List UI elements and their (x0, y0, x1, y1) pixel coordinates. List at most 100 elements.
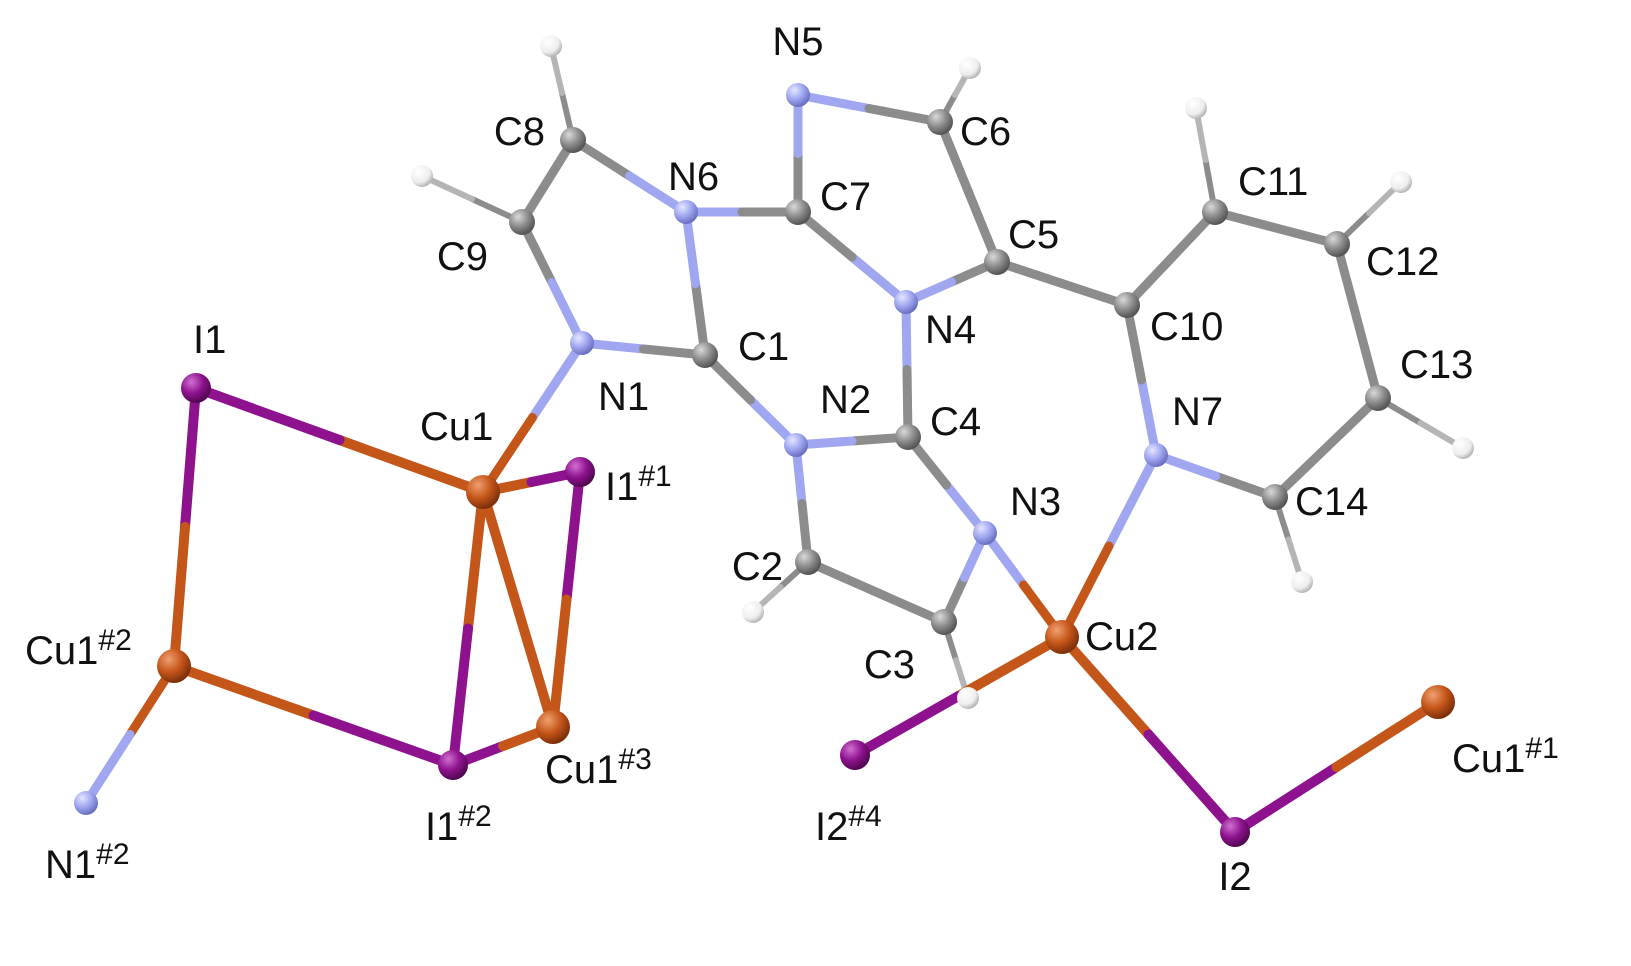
atom-label-i1: I1 (193, 318, 226, 362)
atom-c5 (984, 249, 1010, 275)
atom-c3 (931, 609, 957, 635)
atom-n1 (570, 331, 594, 355)
bond-N3-C4 (903, 432, 990, 538)
atom-label-c9: C9 (437, 235, 488, 279)
bond-C3-N3 (939, 528, 990, 627)
bond-half-n (1137, 375, 1161, 460)
atom-label-text: N3 (1010, 480, 1061, 524)
bond-half-i (1230, 762, 1342, 837)
atom-c9 (509, 209, 535, 235)
atom-h13 (1452, 437, 1474, 459)
atom-label-text: C8 (494, 110, 545, 154)
atom-cu1-2 (157, 649, 191, 683)
atom-label-c1: C1 (738, 325, 789, 369)
atom-c8 (560, 127, 586, 153)
atom-label-text: Cu1 (545, 748, 618, 792)
atom-c13 (1365, 385, 1391, 411)
atom-label-text: C14 (1295, 480, 1368, 524)
bond-C12-C13 (1332, 239, 1383, 403)
atom-label-text: N2 (820, 378, 871, 422)
atom-label-c7: C7 (820, 175, 871, 219)
bond-half-i (180, 383, 201, 532)
atom-n6 (674, 200, 698, 224)
atom-c7 (785, 199, 811, 225)
bond-half-cu (1057, 632, 1154, 740)
bond-Cu1_2-N1_2 (81, 661, 179, 808)
atom-label-text: Cu2 (1085, 615, 1158, 659)
atom-n5 (786, 83, 810, 107)
bond-C11-H11 (1193, 105, 1218, 215)
atom-i1-1 (565, 457, 595, 487)
bond-half-n (681, 207, 700, 288)
bond-Cu1-I1 (191, 383, 488, 497)
atom-label-n1: N1 (598, 375, 649, 419)
bond-half-cu (478, 487, 523, 615)
atom-label-c10: C10 (1150, 305, 1223, 349)
atom-label-text: C1 (738, 325, 789, 369)
bond-half-cu (463, 487, 488, 634)
bond-Cu2-I2 (1057, 632, 1240, 837)
bond-half-cu (1331, 697, 1443, 772)
atom-label-text: I2 (815, 805, 848, 849)
atom-label-text: N1 (45, 843, 96, 887)
atom-c6 (927, 109, 953, 135)
atom-label-text: I1 (425, 805, 458, 849)
atom-label-text: N5 (772, 20, 823, 64)
atom-c12 (1324, 231, 1350, 257)
atom-label-i1-2: I1#2 (425, 800, 492, 849)
atom-label-text: Cu1 (420, 405, 493, 449)
bond-half-n (793, 90, 874, 113)
atom-c4 (895, 424, 921, 450)
bond-C1-N6 (681, 207, 710, 360)
bond-half-i (850, 691, 964, 760)
atom-label-c13: C13 (1400, 343, 1473, 387)
atom-label-text: N4 (925, 308, 976, 352)
atom-label-n1-2: N1#2 (45, 838, 130, 887)
bond-half-i (448, 623, 473, 770)
atom-label-i2: I2 (1218, 855, 1251, 899)
bond-N5-C6 (793, 90, 945, 127)
atom-i2-4 (840, 740, 870, 770)
atom-label-c8: C8 (494, 110, 545, 154)
bond-half-cu (1057, 541, 1114, 642)
atom-label-text: C6 (960, 110, 1011, 154)
atom-label-symmetry-code: #2 (96, 838, 129, 871)
atom-label-c11: C11 (1238, 160, 1308, 204)
bond-C13-H13 (1375, 395, 1466, 451)
bond-half-cu (169, 522, 190, 671)
atom-label-text: I1 (605, 465, 638, 509)
atom-label-text: Cu1 (25, 629, 98, 673)
atom-label-text: C4 (930, 400, 981, 444)
atom-label-n5: N5 (772, 20, 823, 64)
atom-label-c5: C5 (1008, 213, 1059, 257)
atom-label-text: I1 (193, 318, 226, 362)
bond-N2-C2 (791, 440, 813, 567)
bond-C5-N4 (901, 257, 1002, 307)
atom-label-text: C9 (437, 235, 488, 279)
bond-half-cu (953, 632, 1067, 701)
atom-label-n7: N7 (1172, 390, 1223, 434)
bond-C14-N7 (1151, 450, 1280, 502)
atom-label-text: C3 (864, 643, 915, 687)
bond-Cu1_2-I1_2 (169, 661, 458, 770)
atom-h8 (540, 35, 562, 57)
atom-label-c4: C4 (930, 400, 981, 444)
bond-half-cu (334, 435, 488, 497)
atom-label-c14: C14 (1295, 480, 1368, 524)
atom-i2 (1220, 817, 1250, 847)
atom-c14 (1262, 484, 1288, 510)
atom-n7 (1144, 443, 1168, 467)
atom-cu1-3 (536, 710, 570, 744)
atom-c11 (1202, 199, 1228, 225)
bond-half-n (81, 730, 135, 808)
atom-h6 (959, 57, 981, 79)
atom-label-text: C2 (732, 545, 783, 589)
bond-C11-C12 (1210, 207, 1342, 249)
atom-label-text: I2 (1218, 855, 1251, 899)
atom-label-symmetry-code: #1 (1525, 732, 1558, 765)
atom-h2 (742, 601, 764, 623)
atom-n2 (784, 433, 808, 457)
atom-label-text: N7 (1172, 390, 1223, 434)
atom-label-text: C5 (1008, 213, 1059, 257)
